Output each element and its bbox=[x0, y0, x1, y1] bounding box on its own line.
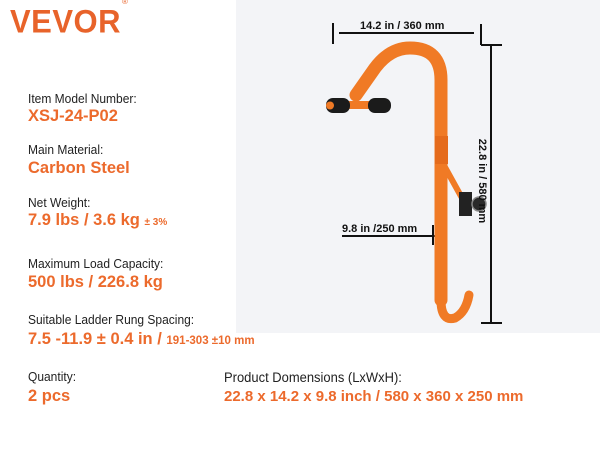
handle-grip-left bbox=[326, 98, 350, 113]
dimension-lines bbox=[332, 23, 502, 324]
brand-logo: VEVOR® bbox=[10, 0, 129, 40]
quantity-value: 2 pcs bbox=[28, 387, 71, 405]
dimensions-label: Product Domensions (LxWxH): bbox=[224, 370, 402, 385]
spacing-value: 7.5 -11.9 ± 0.4 in / 191-303 ±10 mm bbox=[28, 330, 255, 348]
load-label: Maximum Load Capacity: bbox=[28, 257, 164, 271]
weight-value: 7.9 lbs / 3.6 kg ± 3% bbox=[28, 211, 168, 229]
ladder-hook bbox=[345, 41, 474, 324]
model-label: Item Model Number: bbox=[28, 92, 137, 106]
adjust-sleeve bbox=[435, 136, 448, 164]
product-image-background bbox=[236, 0, 600, 333]
depth-dimension: 9.8 in /250 mm bbox=[342, 223, 418, 235]
wheel-icon bbox=[471, 196, 487, 212]
wheel-bracket bbox=[459, 192, 472, 216]
width-dimension: 14.2 in / 360 mm bbox=[360, 20, 445, 32]
load-value: 500 lbs / 226.8 kg bbox=[28, 273, 163, 291]
height-dimension: 22.8 in / 580 mm bbox=[476, 138, 489, 224]
weight-label: Net Weight: bbox=[28, 196, 91, 210]
material-value: Carbon Steel bbox=[28, 159, 130, 177]
material-label: Main Material: bbox=[28, 143, 104, 157]
model-value: XSJ-24-P02 bbox=[28, 107, 118, 125]
dimensions-value: 22.8 x 14.2 x 9.8 inch / 580 x 360 x 250… bbox=[224, 388, 524, 405]
quantity-label: Quantity: bbox=[28, 370, 77, 384]
spacing-label: Suitable Ladder Rung Spacing: bbox=[28, 313, 195, 327]
handle-grip-right bbox=[368, 98, 391, 113]
